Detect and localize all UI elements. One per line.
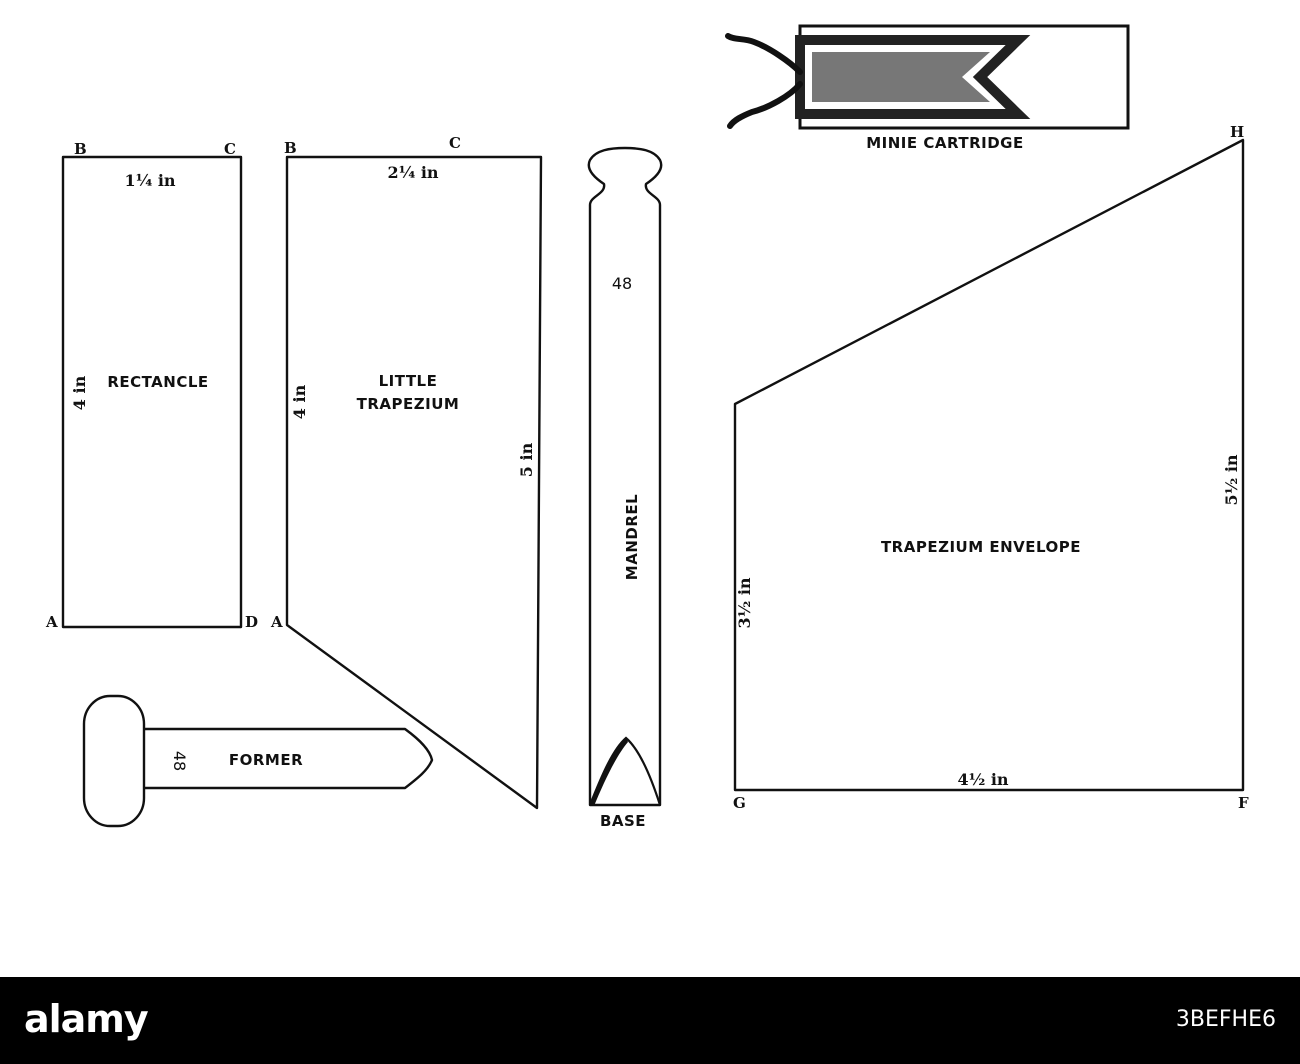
point-label-b-trapezium: B [284,139,297,157]
former-shaft [144,727,434,790]
rectangle-width-dim: 1¼ in [124,171,175,190]
little-trapezium-left-dim: 4 in [290,384,309,419]
mandrel-number: 48 [612,274,632,293]
point-label-f: F [1238,794,1249,812]
trapezium-envelope-left-dim: 3½ in [735,577,754,628]
little-trapezium-top-dim: 2¼ in [387,163,438,182]
mandrel-outline [587,146,663,807]
trapezium-envelope-outline [733,138,1245,792]
image-code: 3BEFHE6 [1175,1007,1276,1032]
point-label-a: A [45,613,58,631]
point-label-b: B [74,140,87,158]
point-label-c-trapezium: C [449,134,461,152]
cartridge-powder [812,52,990,102]
rectangle-label: RECTANCLE [107,373,208,391]
alamy-logo: alamy [24,997,149,1041]
point-label-d: D [245,613,258,631]
former-label: FORMER [229,751,303,769]
rectangle-height-dim: 4 in [70,375,89,410]
little-trapezium-right-dim: 5 in [517,442,536,477]
mandrel-base-point [588,736,662,806]
trapezium-envelope-bottom-dim: 4½ in [957,770,1008,789]
former-figure: 48 FORMER [82,694,434,828]
trapezium-envelope-right-dim: 5½ in [1222,454,1241,505]
mandrel-base-fill [590,738,628,806]
cartridge-label: MINIE CARTRIDGE [866,134,1023,152]
point-label-g: G [733,794,746,812]
mandrel-figure: 48 MANDREL BASE [587,146,663,830]
little-trapezium-label-line1: LITTLE [379,372,438,390]
mandrel-base-label: BASE [600,812,646,830]
former-handle [82,694,146,828]
cartridge-casing [795,35,1031,119]
watermark-footer: alamy 3BEFHE6 [0,977,1300,1064]
little-trapezium-outline [285,155,543,810]
trapezium-envelope-figure: TRAPEZIUM ENVELOPE 3½ in 5½ in 4½ in G F… [733,123,1249,812]
trapezium-envelope-label: TRAPEZIUM ENVELOPE [881,538,1081,556]
point-label-h: H [1230,123,1244,141]
cartridge-tie-upper [725,33,803,75]
cartridge-tie-lower [727,81,803,129]
little-trapezium-figure: LITTLE TRAPEZIUM 2¼ in 4 in 5 in A B C [270,134,543,810]
rectangle-figure: RECTANCLE 1¼ in 4 in A B C D [45,140,258,631]
point-label-a-trapezium: A [270,613,283,631]
little-trapezium-label-line2: TRAPEZIUM [357,395,460,413]
minie-cartridge-figure: MINIE CARTRIDGE [725,24,1130,152]
point-label-c: C [224,140,236,158]
former-number: 48 [170,751,189,771]
rectangle-outline [61,155,243,629]
mandrel-label: MANDREL [623,494,641,580]
